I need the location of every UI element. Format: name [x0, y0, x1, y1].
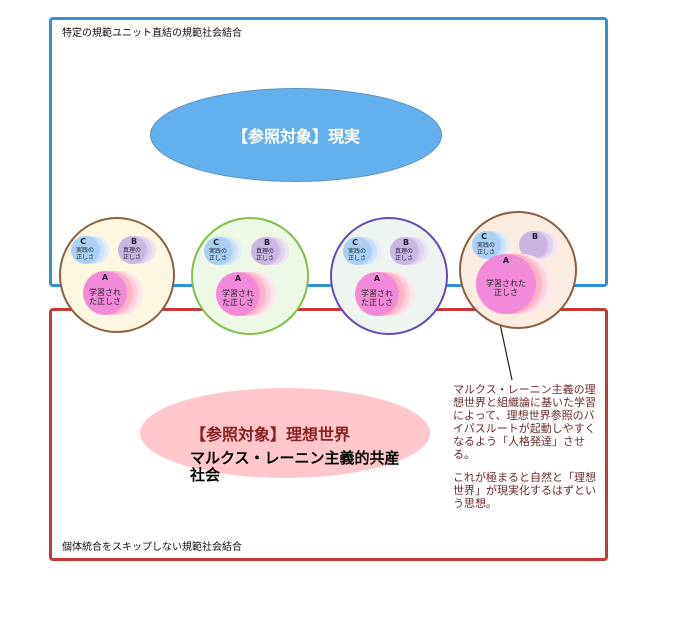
- b-label: B: [403, 238, 409, 247]
- b-bubble: [519, 231, 547, 259]
- b-bubble: [390, 237, 418, 265]
- direct-norm-coupling-frame: [49, 17, 608, 287]
- ideal-world-reference-label: 【参照対象】理想世界: [190, 425, 351, 444]
- c-label: C: [213, 238, 219, 247]
- reality-reference-ellipse: 【参照対象】現実: [150, 88, 442, 182]
- c-text-line: 実践の: [209, 247, 227, 255]
- a-bubble: [216, 272, 260, 316]
- a-text-line: 正しさ: [494, 288, 518, 297]
- a-label: A: [503, 256, 510, 265]
- annotation-note: マルクス・レーニン主義の理想世界と組織論に基いた学習によって、理想世界参照のバイ…: [453, 383, 601, 520]
- b-label: B: [131, 237, 137, 246]
- b-label: B: [532, 232, 538, 241]
- c-bubble: [343, 237, 371, 265]
- c-text-line: 正しさ: [209, 255, 227, 262]
- annotation-paragraph-2: これが極まると自然と「理想世界」が現実化するはずという思想。: [453, 471, 596, 510]
- communist-society-label: マルクス・レーニン主義的共産社会: [190, 449, 400, 484]
- c-label: C: [481, 232, 487, 241]
- a-bubble: [83, 271, 127, 315]
- c-bubble: [472, 231, 500, 259]
- norm-units-layer: C実践の正しさB真理の正しさA学習された正しさC実践の正しさB真理の正しさA学習…: [59, 211, 577, 335]
- b-text-line: 真理の: [256, 247, 274, 255]
- c-text-line: 実践の: [348, 247, 366, 255]
- c-label: C: [352, 238, 358, 247]
- c-text-line: 正しさ: [348, 255, 366, 262]
- a-label: A: [102, 273, 109, 282]
- direct-norm-coupling-label: 特定の規範ユニット直結の規範社会結合: [62, 28, 242, 39]
- a-bubble: [355, 272, 399, 316]
- b-bubble: [118, 236, 146, 264]
- annotation-paragraph-1: マルクス・レーニン主義の理想世界と組織論に基いた学習によって、理想世界参照のバイ…: [453, 383, 596, 461]
- a-label: A: [235, 274, 242, 283]
- b-text-line: 正しさ: [395, 255, 413, 262]
- c-bubble: [204, 237, 232, 265]
- a-text-line: た正しさ: [222, 298, 254, 307]
- a-text-line: 学習され: [222, 288, 254, 298]
- b-text-line: 正しさ: [123, 254, 141, 261]
- a-bubble: [476, 254, 536, 314]
- a-text-line: た正しさ: [89, 297, 121, 306]
- c-label: C: [80, 237, 86, 246]
- a-label: A: [374, 274, 381, 283]
- b-label: B: [264, 238, 270, 247]
- a-text-line: 学習され: [89, 287, 121, 297]
- ideal-world-reference-ellipse: [140, 388, 430, 478]
- reality-reference-label: 【参照対象】現実: [231, 127, 360, 146]
- c-text-line: 実践の: [76, 246, 94, 254]
- b-bubble: [251, 237, 279, 265]
- a-text-line: 学習され: [361, 288, 393, 298]
- individual-integration-label: 個体統合をスキップしない規範社会結合: [62, 542, 242, 553]
- c-text-line: 正しさ: [477, 249, 495, 256]
- c-text-line: 実践の: [477, 241, 495, 249]
- b-text-line: 真理の: [395, 247, 413, 255]
- b-text-line: 真理の: [123, 246, 141, 254]
- b-text-line: 正しさ: [256, 255, 274, 262]
- a-text-line: 学習された: [486, 278, 526, 288]
- c-text-line: 正しさ: [76, 254, 94, 261]
- individual-integration-frame: [49, 308, 608, 561]
- c-bubble: [71, 236, 99, 264]
- a-text-line: た正しさ: [361, 298, 393, 307]
